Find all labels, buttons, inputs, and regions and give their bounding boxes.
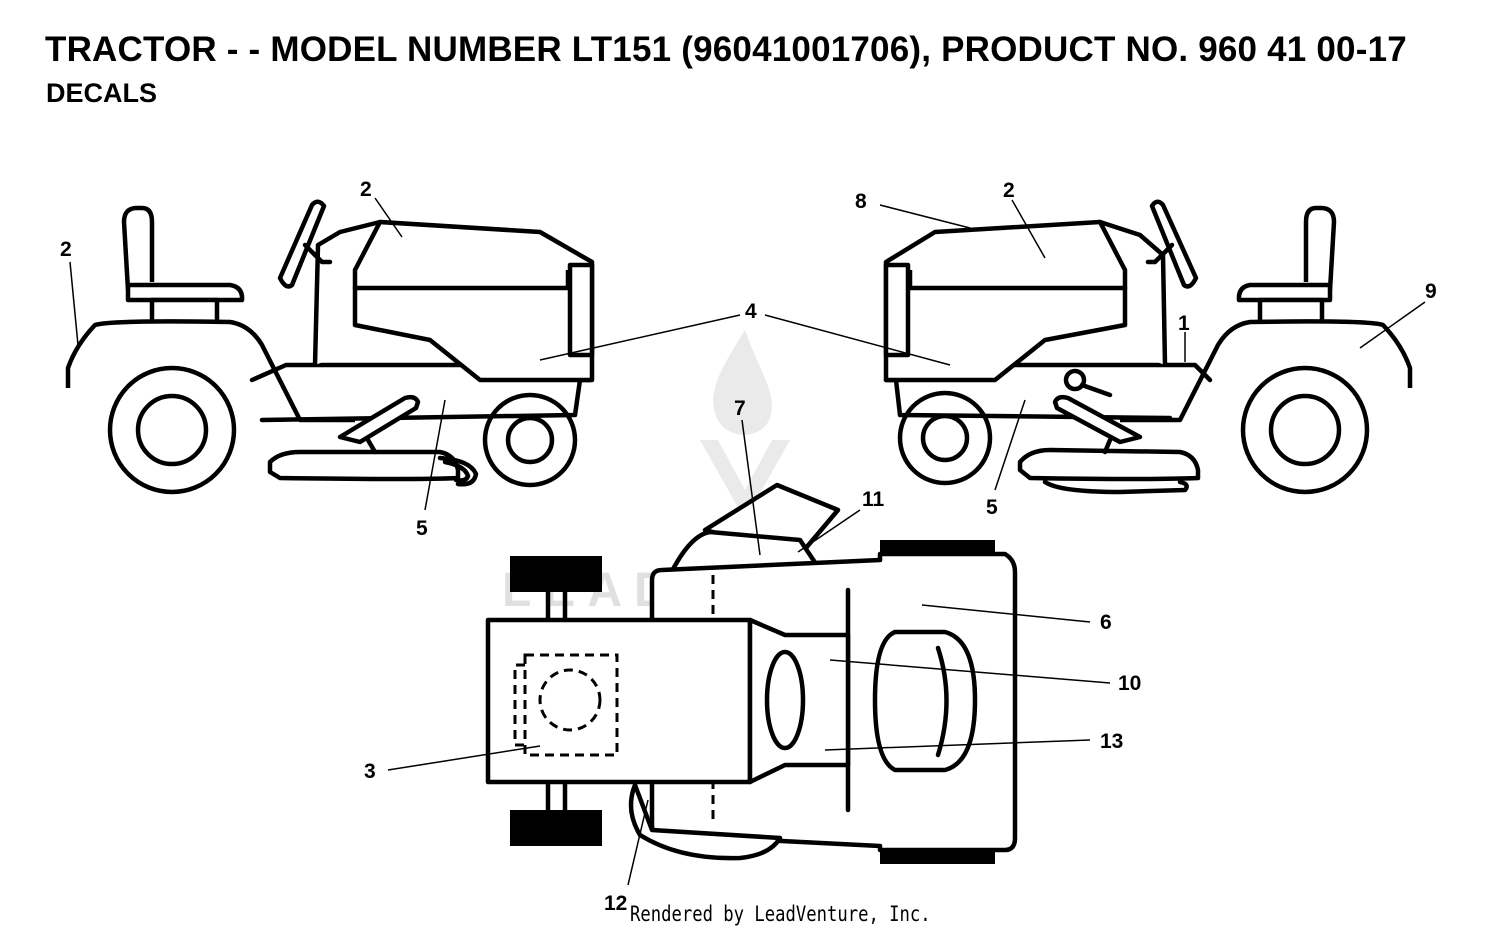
seat-backrest <box>121 205 155 291</box>
callout-4: 4 <box>745 300 757 323</box>
lift-lever-knob <box>1063 368 1087 392</box>
mower-deck <box>1017 447 1201 482</box>
rear-wheel-top <box>510 556 602 592</box>
callout-5-left: 5 <box>416 517 428 540</box>
rear-fender <box>1120 319 1413 423</box>
mower-deck <box>267 449 461 482</box>
steering-wheel <box>277 199 327 289</box>
rear-body <box>485 617 753 785</box>
rear-wheel-hub <box>135 393 209 467</box>
footer-credit: Rendered by LeadVenture, Inc. <box>630 902 931 926</box>
page-subtitle: DECALS <box>46 78 158 108</box>
front-wheel-hub <box>920 413 970 463</box>
seat-outline-dashed <box>523 653 619 757</box>
callout-2-left-hood: 2 <box>360 178 372 201</box>
tractor-left-side-view <box>65 199 595 495</box>
seat-post <box>149 297 220 325</box>
rear-wheel <box>1240 365 1370 495</box>
rear-fender <box>65 319 355 423</box>
callout-7: 7 <box>734 397 746 420</box>
watermark-v-icon <box>700 440 790 520</box>
deck-lift-arm <box>337 394 421 445</box>
watermark-flame-icon <box>713 330 772 435</box>
lift-lever <box>1079 382 1113 398</box>
fuel-cap-oval <box>764 649 806 751</box>
callout-9: 9 <box>1425 280 1437 303</box>
page-title: TRACTOR - - MODEL NUMBER LT151 (96041001… <box>45 30 1407 69</box>
grille <box>883 262 911 358</box>
fuel-tank-outline <box>538 668 602 732</box>
front-wheel-hub <box>505 415 555 465</box>
deck-lift-arm <box>1052 394 1143 445</box>
tractor-top-view <box>485 482 1018 864</box>
callouts: 1 2 2 2 3 4 5 5 6 7 8 9 10 11 12 13 <box>60 178 1437 915</box>
hood <box>312 219 595 383</box>
deck-curve-lower <box>628 782 783 861</box>
rear-wheel-bottom <box>510 810 602 846</box>
rear-wheel <box>107 365 237 495</box>
front-wheel <box>482 392 578 488</box>
front-wheel-top <box>880 540 995 554</box>
grille <box>567 262 595 358</box>
front-wheel <box>897 390 993 486</box>
rear-wheel-hub <box>1268 393 1342 467</box>
seat-cushion <box>125 282 245 303</box>
callout-12: 12 <box>604 892 627 915</box>
seat-backrest <box>1303 205 1337 291</box>
callout-11: 11 <box>862 488 885 511</box>
callout-3: 3 <box>364 760 376 783</box>
callout-8: 8 <box>855 190 867 213</box>
callout-2-left-fender: 2 <box>60 238 72 261</box>
seat-post <box>1257 297 1325 325</box>
callout-6: 6 <box>1100 611 1112 634</box>
callout-1: 1 <box>1178 312 1190 335</box>
hood <box>883 219 1168 383</box>
callout-13: 13 <box>1100 730 1123 753</box>
tractor-right-side-view <box>883 199 1413 495</box>
front-wheel-bottom <box>880 850 995 864</box>
leader-lines <box>69 197 1426 886</box>
seat-cushion <box>1236 282 1333 303</box>
front-grille-top <box>872 629 978 773</box>
callout-10: 10 <box>1118 672 1141 695</box>
callout-5-right: 5 <box>986 496 998 519</box>
callout-2-right-hood: 2 <box>1003 179 1015 202</box>
